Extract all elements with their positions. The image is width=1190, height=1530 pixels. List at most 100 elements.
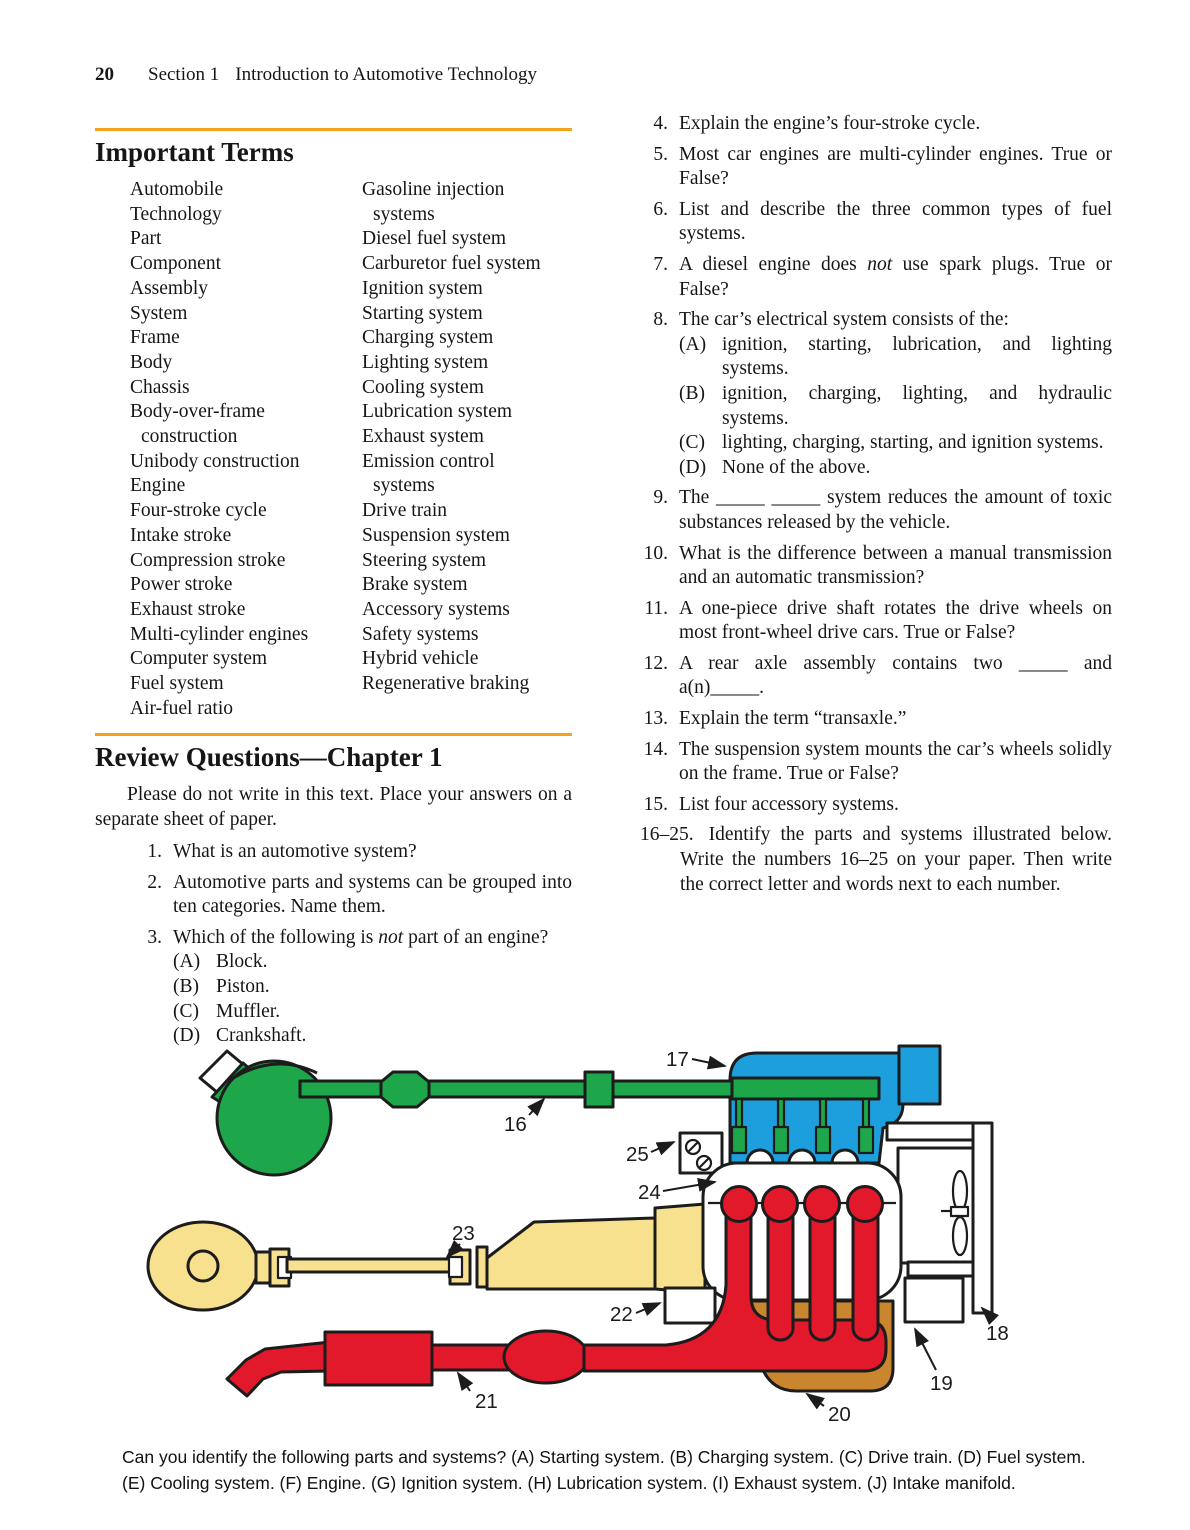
- caption-line-2: (E) Cooling system. (F) Engine. (G) Igni…: [122, 1473, 1016, 1493]
- option-text: Block.: [216, 951, 268, 973]
- callout-arrow: [691, 1055, 727, 1070]
- question-text: not: [378, 926, 404, 948]
- review-questions-section: Review Questions—Chapter 1 Please do not…: [95, 733, 572, 1055]
- tailpipe: [225, 1340, 332, 1398]
- fan-blade: [951, 1169, 969, 1213]
- term: systems: [373, 475, 435, 497]
- question-text: Which of the following is: [173, 926, 379, 948]
- option-letter: (D): [679, 456, 707, 478]
- term: Safety systems: [362, 623, 479, 645]
- question-row: 14.The suspension system mounts the car’…: [640, 738, 1112, 787]
- question-text: The suspension system mounts the car’s w…: [679, 738, 1112, 785]
- callout-19: 19: [930, 1372, 953, 1395]
- option-text: Crankshaft.: [216, 1025, 307, 1047]
- question-row: 5. Most car engines are multi-cylinder en…: [640, 143, 1112, 192]
- question-body: Automotive parts and systems can be grou…: [173, 871, 572, 920]
- question-text: The _____ _____ system reduces the amoun…: [679, 487, 1112, 533]
- term: Engine: [130, 475, 186, 497]
- question-number: 6.: [653, 198, 668, 220]
- question-text: use spark plugs. True or False?: [679, 253, 1112, 300]
- term: Frame: [130, 327, 180, 349]
- callout-18: 18: [986, 1322, 1009, 1345]
- question-number: 16–25.: [640, 824, 694, 846]
- question-text: Explain the term “transaxle.”: [679, 708, 907, 730]
- fuel-rail: [730, 1076, 881, 1101]
- term: Exhaust stroke: [130, 598, 246, 620]
- question-text: Automotive parts and systems can be grou…: [173, 871, 572, 918]
- term: Compression stroke: [130, 549, 286, 571]
- question-text: What is the difference between a manual …: [679, 542, 1112, 589]
- term: Accessory systems: [362, 598, 510, 620]
- fuel-pump: [379, 1070, 431, 1109]
- callout-24: 24: [638, 1181, 661, 1204]
- question-row: 1.What is an automotive system?: [95, 840, 572, 865]
- question-row: 11.A one-piece drive shaft rotates the d…: [640, 597, 1112, 646]
- engine-systems-diagram: 16 17 18 19 20 21 22 23 24 25: [146, 1044, 1009, 1426]
- term: Starting system: [362, 302, 483, 324]
- question-body: The suspension system mounts the car’s w…: [679, 738, 1112, 787]
- question-row: 13.Explain the term “transaxle.”: [640, 707, 1112, 732]
- questions-right-list: 4.Explain the engine’s four-stroke cycle…: [640, 112, 1112, 897]
- callout-arrow: [662, 1178, 717, 1192]
- intake-system: [728, 1044, 942, 1165]
- question-row: 2.Automotive parts and systems can be gr…: [95, 871, 572, 920]
- question-row: 8.The car’s electrical system consists o…: [640, 308, 1112, 480]
- option-text: ignition, starting, lubrication, and lig…: [722, 333, 1112, 380]
- diagram-callouts: 16 17 18 19 20 21 22 23 24 25: [445, 1048, 1009, 1426]
- answer-option: (A)ignition, starting, lubrication, and …: [679, 333, 1112, 382]
- questions-right-column: 4.Explain the engine’s four-stroke cycle…: [640, 112, 1112, 903]
- ignition-module: [678, 1131, 724, 1175]
- term: Hybrid vehicle: [362, 648, 479, 670]
- question-body: Most car engines are multi-cylinder engi…: [679, 143, 1112, 192]
- callout-arrow: [650, 1141, 676, 1156]
- term: systems: [373, 203, 435, 225]
- term: Intake stroke: [130, 524, 232, 546]
- option-letter: (D): [173, 1025, 201, 1047]
- question-row: 4.Explain the engine’s four-stroke cycle…: [640, 112, 1112, 137]
- answer-option: (B)Piston.: [173, 975, 572, 1000]
- fuel-line-group: [298, 1070, 881, 1155]
- callout-arrow: [635, 1302, 662, 1316]
- term: construction: [141, 426, 238, 448]
- term: Cooling system: [362, 376, 484, 398]
- option-text: Muffler.: [216, 1000, 281, 1022]
- option-letter: (B): [173, 975, 199, 997]
- section-title: Introduction to Automotive Technology: [235, 64, 538, 85]
- term: Fuel system: [130, 673, 224, 695]
- term: Suspension system: [362, 524, 510, 546]
- term: Assembly: [130, 277, 208, 299]
- term: Diesel fuel system: [362, 228, 507, 250]
- term: Body-over-frame: [130, 401, 265, 423]
- question-number: 10.: [643, 542, 668, 564]
- term: Body: [130, 351, 173, 373]
- term: Unibody construction: [130, 450, 300, 472]
- section-rule: [95, 733, 572, 736]
- answer-option: (A)Block.: [173, 950, 572, 975]
- question-body: Which of the following is not part of an…: [173, 926, 572, 1049]
- answer-option: (D)None of the above.: [679, 456, 1112, 481]
- muffler: [323, 1330, 434, 1387]
- drive-shaft: [285, 1257, 454, 1274]
- questions-left-list: 1.What is an automotive system? 2.Automot…: [95, 840, 572, 1049]
- question-text: A diesel engine does: [679, 253, 868, 275]
- term: Chassis: [130, 376, 190, 398]
- callout-22: 22: [610, 1303, 633, 1326]
- question-row: 9.The _____ _____ system reduces the amo…: [640, 486, 1112, 535]
- transmission: [485, 1216, 657, 1291]
- question-number: 5.: [653, 143, 668, 165]
- callout-20: 20: [828, 1403, 851, 1426]
- fuel-filter: [583, 1070, 615, 1109]
- question-row: 10. What is the difference between a manu…: [640, 542, 1112, 591]
- question-body: What is the difference between a manual …: [679, 542, 1112, 591]
- section-label: Section 1: [148, 64, 220, 85]
- section-rule: [95, 128, 572, 131]
- question-number: 15.: [643, 793, 668, 815]
- term: Part: [130, 228, 162, 250]
- question-row: 12.A rear axle assembly contains two ___…: [640, 652, 1112, 701]
- answer-option: (D) Crankshaft.: [173, 1024, 572, 1049]
- question-body: What is an automotive system?: [173, 840, 572, 865]
